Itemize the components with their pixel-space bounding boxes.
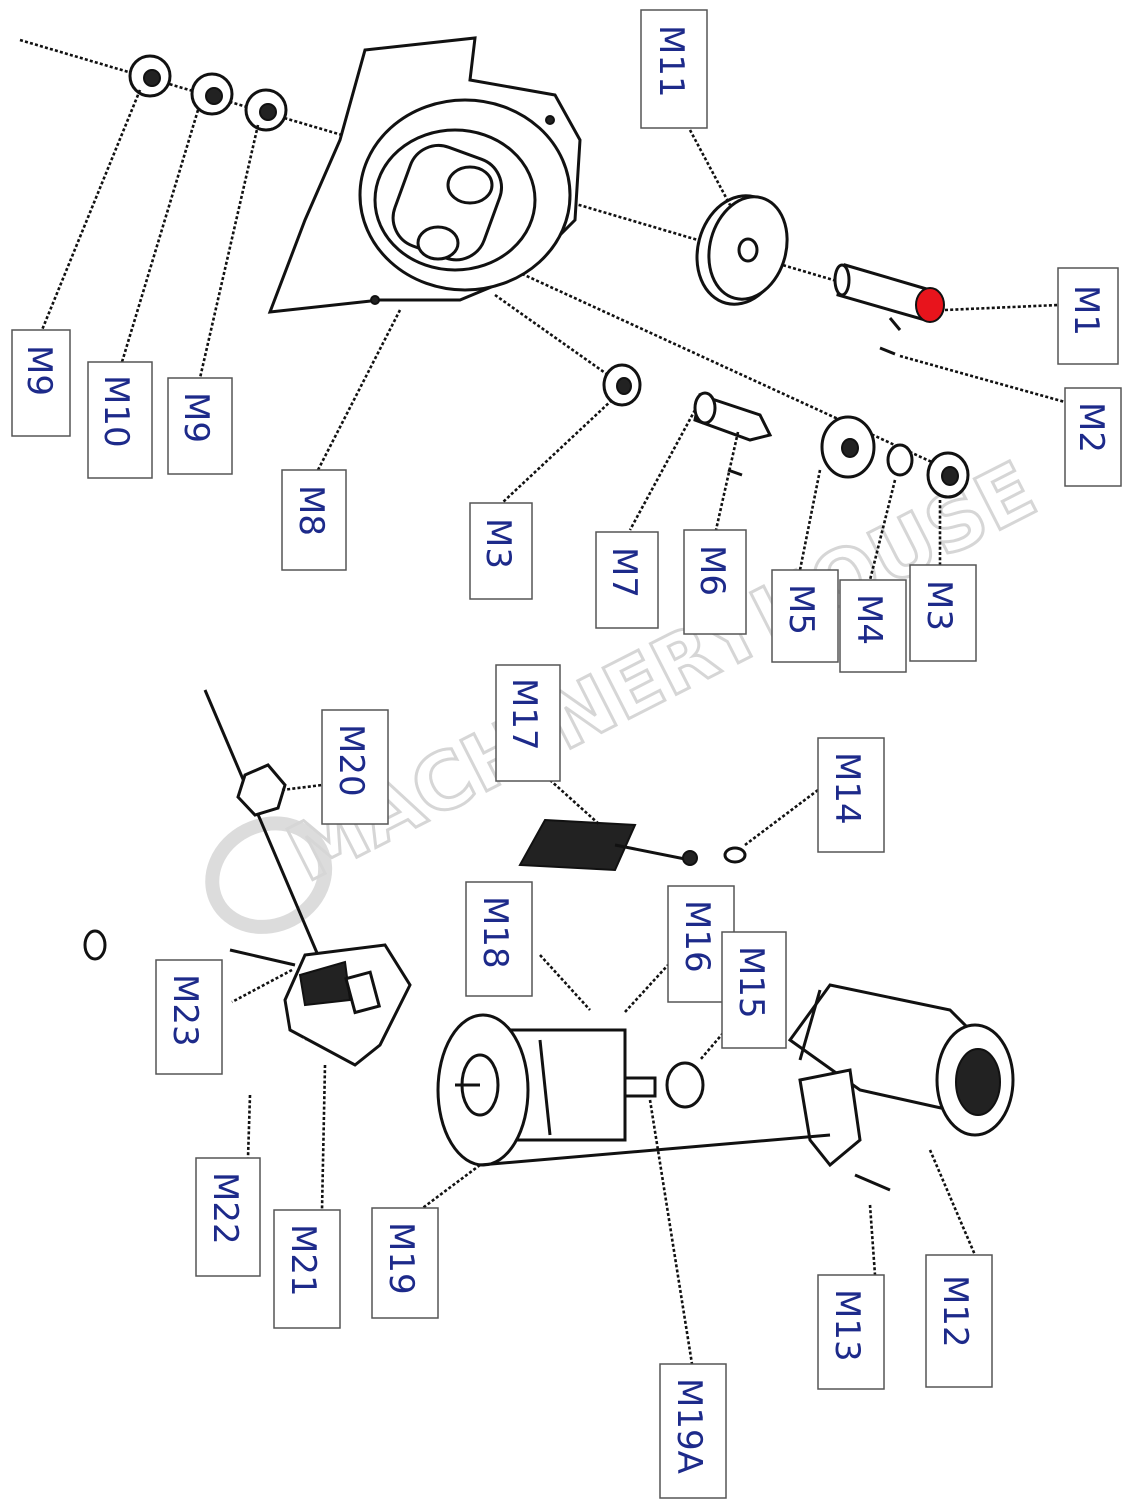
svg-text:M7: M7 [604,547,644,598]
watermark-text: MACHINERYHOUSE [274,445,1050,900]
svg-text:M9: M9 [176,392,216,443]
svg-text:M19: M19 [381,1222,421,1295]
nut-m9-right [244,88,288,132]
svg-text:M10: M10 [96,375,136,448]
label-m19: M19 [371,1207,439,1319]
gearbox-m12 [787,983,1015,1168]
svg-text:M17: M17 [504,678,544,751]
red-cap [915,287,945,323]
svg-text:M20: M20 [331,724,371,797]
label-m10: M10 [87,361,153,479]
lower-assembly [83,689,1015,1192]
label-m21: M21 [273,1209,341,1329]
label-m1: M1 [1057,267,1119,365]
label-m20: M20 [321,709,389,825]
motor-m19 [436,1013,657,1167]
svg-text:M8: M8 [291,485,331,536]
gear-housing-m8 [267,36,582,314]
lever-m22 [83,929,307,1135]
svg-text:M6: M6 [692,545,732,596]
upper-assembly [19,36,970,499]
svg-text:M4: M4 [849,594,889,645]
gland-nut-m20 [236,763,287,817]
pin-m2 [879,317,902,356]
bush-m15 [665,1061,705,1109]
svg-text:M15: M15 [731,946,771,1019]
clip-m14 [723,846,747,864]
leader-lines [40,89,1066,1365]
disc-m11 [695,194,789,306]
label-m14: M14 [817,737,885,853]
svg-text:M16: M16 [677,900,717,973]
nut-m3-middle [602,363,642,407]
washer-m5 [820,415,876,479]
svg-text:M3: M3 [478,518,518,569]
label-m6: M6 [683,529,747,635]
nut-m10 [190,72,234,116]
svg-text:M18: M18 [475,896,515,969]
label-m3-right: M3 [909,564,977,662]
label-m2: M2 [1064,387,1122,487]
pin-m6 [727,468,743,477]
svg-text:M3: M3 [919,580,959,631]
svg-text:M9: M9 [19,345,59,396]
svg-text:M5: M5 [781,584,821,635]
svg-text:M2: M2 [1071,402,1111,453]
svg-text:M13: M13 [827,1289,867,1362]
svg-text:M14: M14 [827,752,867,825]
label-m12: M12 [925,1254,993,1388]
label-m13: M13 [817,1274,885,1390]
bolt-m7 [693,391,773,442]
label-m7: M7 [595,531,659,629]
shaft-m1 [833,263,945,323]
nut-m3-right [926,451,970,499]
svg-text:M19A: M19A [669,1378,709,1474]
label-m5: M5 [771,569,839,663]
svg-text:M12: M12 [935,1275,975,1348]
nut-m9-left [128,54,172,98]
label-m17: M17 [495,664,561,782]
label-m18: M18 [465,881,533,997]
label-m22: M22 [195,1157,261,1277]
label-m4: M4 [839,579,907,673]
label-m8: M8 [281,469,347,571]
screw-m13 [854,1173,891,1192]
switch-block-m21 [283,943,412,1067]
ring-m4 [886,443,914,477]
label-m3-middle: M3 [469,502,533,600]
svg-text:M1: M1 [1066,285,1106,336]
svg-text:M11: M11 [651,25,691,98]
label-m9-right: M9 [167,377,233,475]
label-m23: M23 [155,959,223,1075]
svg-text:M21: M21 [283,1224,323,1297]
brush-m17 [518,818,698,872]
label-m15: M15 [721,931,787,1049]
label-m11: M11 [640,9,708,129]
label-m9-left: M9 [11,329,71,437]
svg-text:M23: M23 [165,974,205,1047]
label-m19a: M19A [659,1363,727,1499]
svg-text:M22: M22 [205,1172,245,1245]
